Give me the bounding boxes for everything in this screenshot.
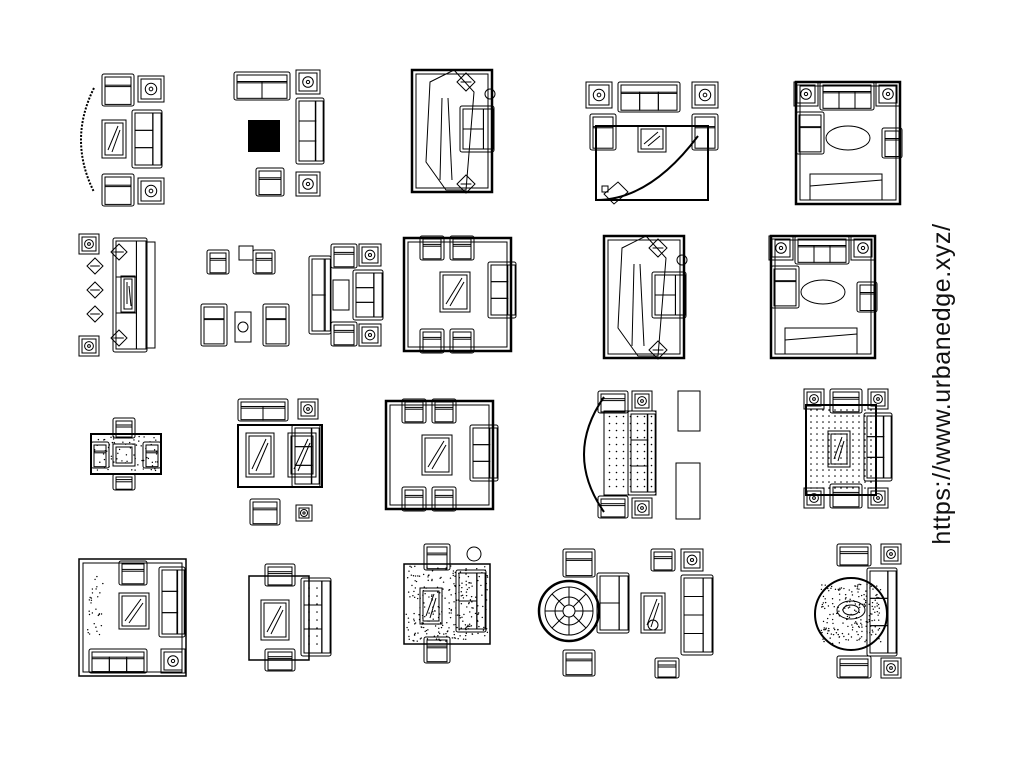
living-set-13-drawing [237,398,323,526]
living-set-12 [85,412,170,492]
watermark-url: https://www.urbanedge.xyz/ [928,223,956,545]
living-set-05 [790,78,905,208]
living-set-16-drawing [803,388,893,509]
living-set-20 [535,545,720,680]
living-set-16 [800,385,895,510]
living-set-05-drawing [793,80,903,206]
living-set-11-drawing [768,234,878,360]
living-set-21-drawing [814,543,902,679]
living-set-17 [75,555,190,680]
living-set-17-drawing [78,558,187,677]
living-set-02-drawing [233,69,325,197]
living-set-18 [245,560,335,675]
living-set-14 [382,395,499,515]
living-set-06-drawing [78,233,156,357]
living-set-10-drawing [602,234,688,360]
living-set-19-drawing [403,543,491,664]
living-set-18-drawing [248,563,332,672]
living-set-15-drawing [583,390,701,520]
living-set-13 [230,395,330,530]
living-set-21 [805,540,905,680]
living-set-08 [305,240,387,350]
living-set-15 [570,387,705,522]
living-set-07 [193,240,298,350]
living-set-01 [70,70,170,210]
living-set-07-drawing [200,245,290,347]
living-set-20-drawing [537,548,714,679]
living-set-04 [580,78,720,213]
living-set-14-drawing [384,398,499,512]
living-set-01-drawing [80,73,165,207]
living-set-02 [230,68,330,203]
living-set-04-drawing [585,81,719,205]
living-set-06 [75,230,160,360]
living-set-12-drawing [90,417,162,491]
living-set-11 [765,232,895,360]
living-set-03-drawing [410,68,496,194]
living-set-19 [400,540,495,665]
living-set-09 [400,232,517,357]
living-set-09-drawing [402,235,517,354]
living-set-08-drawing [308,243,384,347]
living-set-03 [408,62,500,197]
living-set-10 [600,228,690,360]
